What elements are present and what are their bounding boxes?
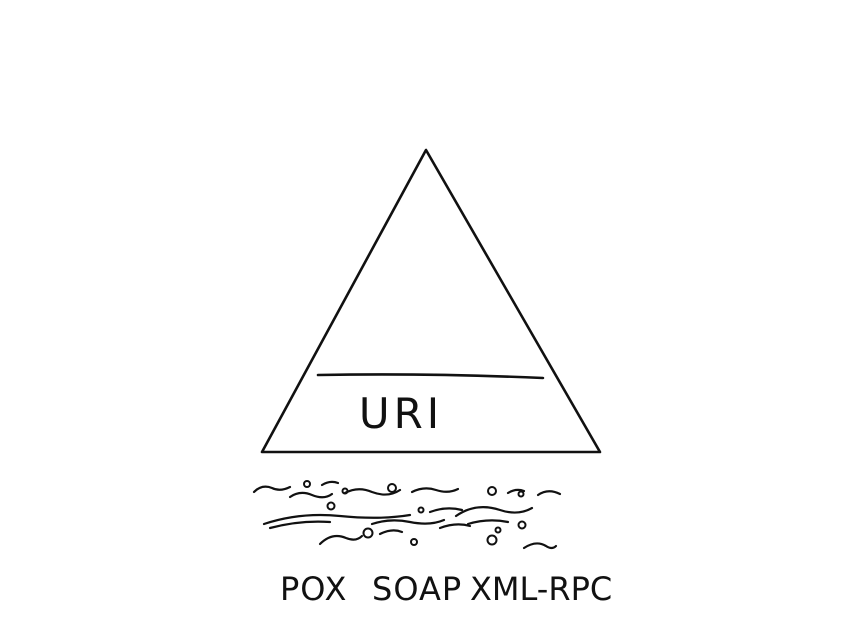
foundation-label-soap: SOAP <box>372 570 462 608</box>
pyramid-divider <box>316 373 545 380</box>
foundation-label-pox: POX <box>280 570 347 608</box>
swamp-bubbles <box>303 480 527 546</box>
layer-label-uri: URI <box>359 389 443 438</box>
foundation-label-xml-rpc: XML-RPC <box>470 570 612 608</box>
swamp-squiggles <box>252 480 562 550</box>
pyramid-outline <box>260 148 602 454</box>
